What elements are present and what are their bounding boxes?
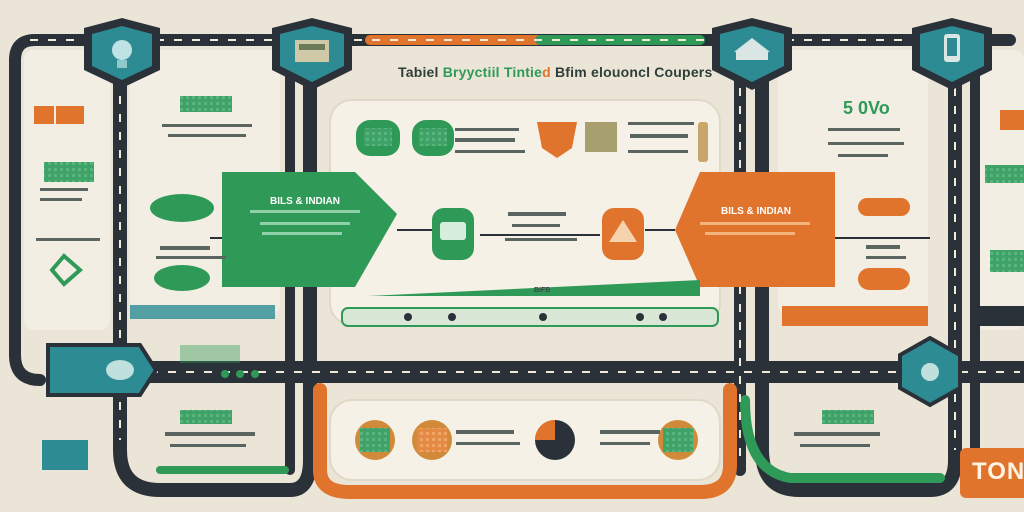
badge-text: TON (972, 458, 1024, 485)
teal-marker-left (46, 343, 159, 397)
green-hexagon (222, 172, 397, 287)
bank-icon (734, 38, 770, 52)
center-top-icons (356, 120, 708, 162)
hex-marker-bank (712, 18, 792, 90)
bus-icon (440, 222, 466, 240)
title-prefix: Tabiel (398, 64, 439, 80)
road-dashes (30, 39, 1020, 460)
bottom-panel (329, 399, 721, 481)
badge: TON (960, 448, 1024, 498)
page-title: Tabiel Bryyctiil Tintied Bfim elouoncl C… (398, 64, 712, 80)
center-progress-bar (341, 307, 719, 327)
teal-marker-right (898, 335, 962, 408)
shield-icon (921, 363, 939, 381)
lightbulb-icon (112, 40, 132, 60)
orange-hex-label: BILS & INDIAN (721, 206, 791, 217)
right-panel-decor (782, 110, 1024, 424)
hex-marker-lightbulb (84, 18, 160, 88)
stat-value: 5 0Vo (843, 98, 890, 118)
orange-hexagon (675, 172, 835, 287)
title-orange: d (542, 64, 551, 80)
filler-text (36, 122, 906, 447)
center-banner-label: BIFB (534, 287, 551, 294)
title-rest: Bfim elouoncl Coupers (555, 64, 713, 80)
title-green: Bryyctiil Tintie (442, 64, 543, 80)
center-warning-icon (602, 208, 644, 260)
center-bus-icon (432, 208, 474, 260)
hex-marker-phone (912, 18, 992, 90)
car-icon (106, 360, 134, 380)
road-lights (221, 370, 259, 378)
left-panel-decor (34, 96, 275, 470)
green-hex-label: BILS & INDIAN (270, 196, 340, 207)
panel-right-2 (975, 50, 1024, 330)
center-banner (368, 280, 700, 296)
hex-marker-building (272, 18, 352, 90)
building-icon (295, 40, 329, 62)
progress-dots (404, 313, 667, 321)
bottom-panel-icons (355, 420, 698, 460)
